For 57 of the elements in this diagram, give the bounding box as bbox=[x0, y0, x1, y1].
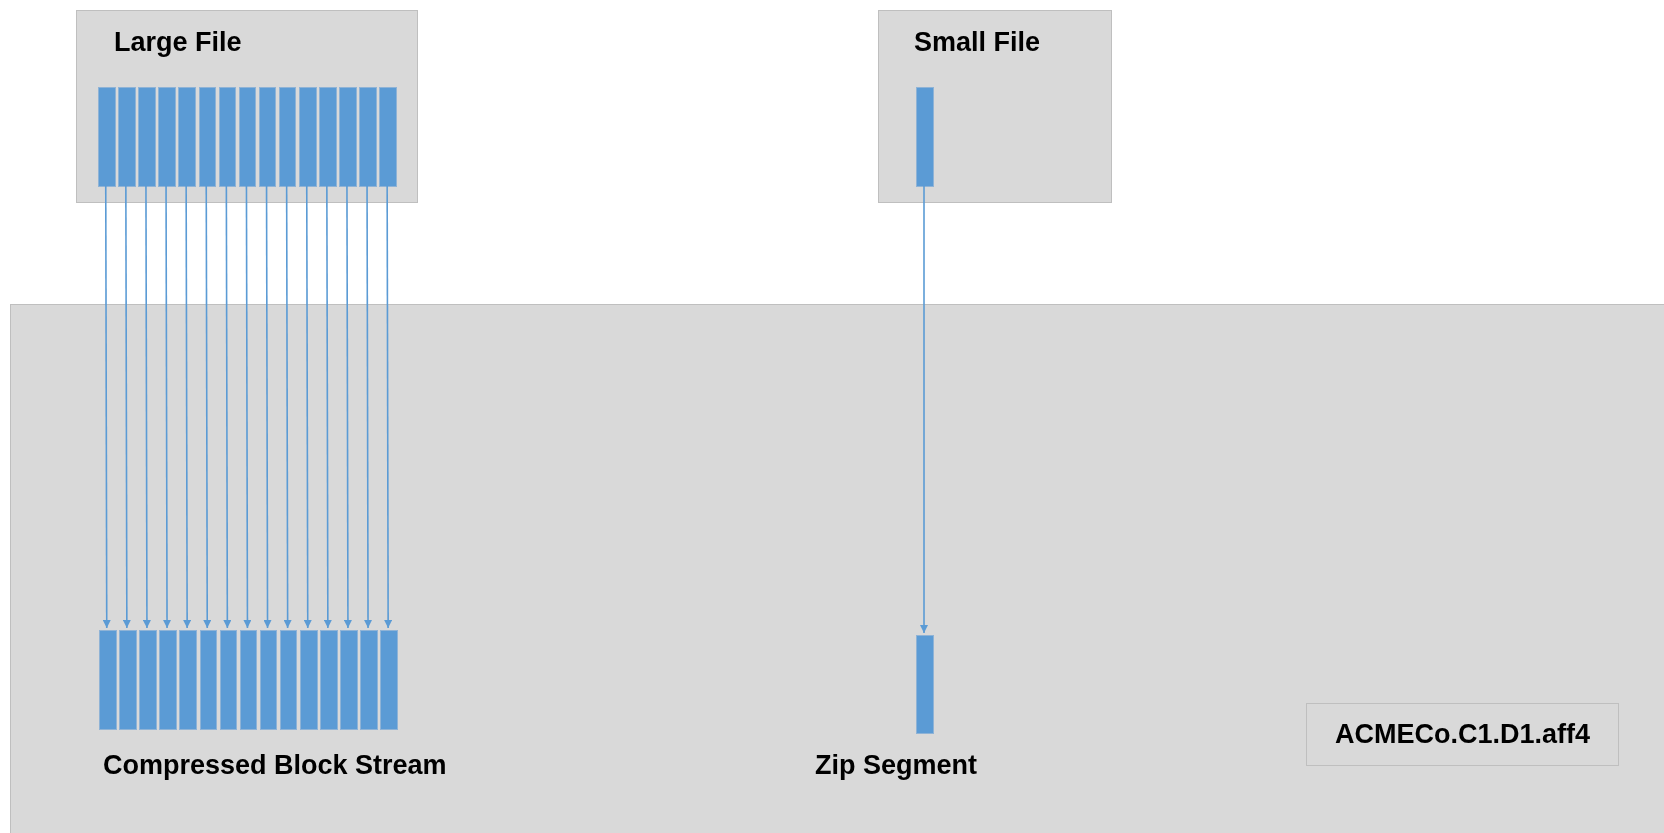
data-block-bar bbox=[319, 87, 337, 187]
data-block-bar bbox=[340, 630, 358, 730]
data-block-bar bbox=[119, 630, 137, 730]
data-block-bar bbox=[299, 87, 317, 187]
data-block-bar bbox=[359, 87, 377, 187]
arrow bbox=[122, 185, 131, 629]
data-block-bar bbox=[178, 87, 196, 187]
data-block-bar bbox=[380, 630, 398, 730]
data-block-bar bbox=[916, 87, 934, 187]
data-block-bar bbox=[138, 87, 156, 187]
data-block-bar bbox=[139, 630, 157, 730]
data-block-bar bbox=[320, 630, 338, 730]
arrow bbox=[364, 185, 373, 629]
arrow bbox=[163, 185, 172, 629]
data-block-bar bbox=[239, 630, 258, 730]
data-block-bar bbox=[259, 630, 278, 730]
data-block-bar bbox=[339, 87, 357, 187]
data-block-bar bbox=[258, 87, 277, 187]
file-panel bbox=[878, 10, 1112, 203]
data-block-bar bbox=[98, 87, 116, 187]
data-block-bar bbox=[158, 87, 176, 187]
data-block-bar bbox=[99, 630, 117, 730]
data-block-bar bbox=[278, 87, 297, 187]
arrow bbox=[142, 185, 151, 629]
file-name-label: ACMECo.C1.D1.aff4 bbox=[1333, 718, 1591, 751]
data-block-bar bbox=[179, 630, 197, 730]
arrow bbox=[343, 185, 352, 629]
arrow bbox=[263, 185, 272, 629]
data-block-bar bbox=[279, 630, 298, 730]
arrow bbox=[102, 185, 111, 629]
arrow bbox=[384, 185, 393, 629]
panel-title: Small File bbox=[914, 27, 1041, 58]
arrow bbox=[323, 185, 332, 629]
stream-caption: Compressed Block Stream bbox=[103, 750, 447, 781]
arrow bbox=[283, 185, 292, 629]
data-block-bar bbox=[199, 630, 217, 730]
data-block-bar bbox=[218, 87, 237, 187]
data-block-bar bbox=[379, 87, 397, 187]
arrow bbox=[203, 185, 212, 629]
data-block-bar bbox=[219, 630, 238, 730]
arrow bbox=[243, 185, 252, 629]
arrow bbox=[920, 185, 928, 634]
file-panel bbox=[1306, 703, 1619, 766]
file-panel bbox=[76, 10, 418, 203]
arrow bbox=[303, 185, 312, 629]
data-block-bar bbox=[238, 87, 257, 187]
arrow bbox=[223, 185, 232, 629]
data-block-bar bbox=[198, 87, 216, 187]
arrow bbox=[183, 185, 192, 629]
data-block-bar bbox=[159, 630, 177, 730]
data-block-bar bbox=[118, 87, 136, 187]
data-block-bar bbox=[360, 630, 378, 730]
data-block-bar bbox=[300, 630, 318, 730]
data-block-bar bbox=[916, 635, 934, 734]
segment-caption: Zip Segment bbox=[815, 750, 977, 781]
panel-title: Large File bbox=[114, 27, 242, 58]
container-panel bbox=[10, 304, 1664, 833]
